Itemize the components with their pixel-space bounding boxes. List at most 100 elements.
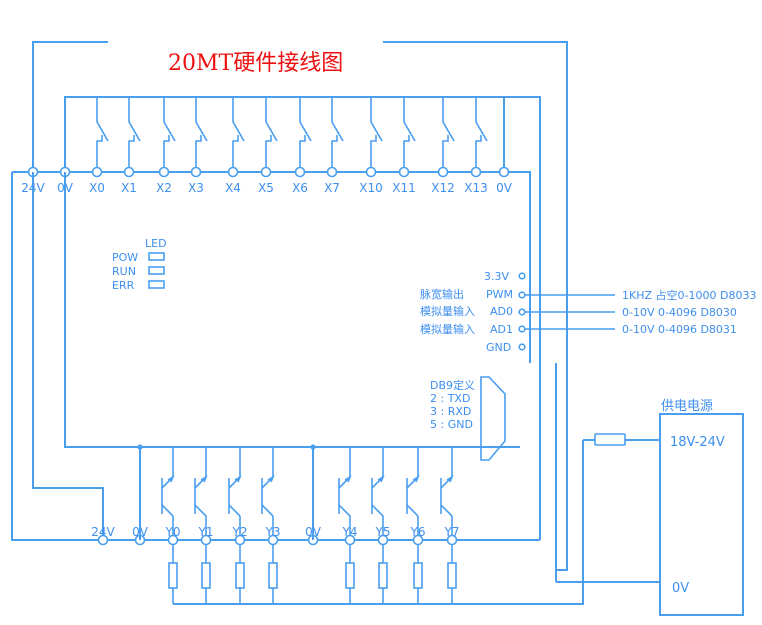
- ad1-spec: 0-10V 0-4096 D8031: [622, 323, 737, 336]
- input-terminal-circle: [294, 166, 306, 178]
- input-terminal-label: X11: [392, 181, 416, 195]
- input-switch: [163, 97, 176, 168]
- diagram-title: 20MT硬件接线图: [168, 51, 343, 76]
- ad1-desc: 模拟量输入: [420, 322, 475, 336]
- input-terminal-circle: [227, 166, 239, 178]
- psu-positive-label: 18V-24V: [670, 435, 725, 450]
- output-transistor: [228, 447, 242, 536]
- db9-title: DB9定义: [430, 378, 475, 392]
- output-transistor: [371, 447, 385, 536]
- output-load-resistor: [168, 545, 178, 604]
- input-terminal-circle: [260, 166, 272, 178]
- input-terminal-circle: [470, 166, 482, 178]
- input-switch: [265, 97, 278, 168]
- outer-24v-loop: [32, 41, 568, 571]
- led-err-indicator: [148, 280, 165, 289]
- input-terminal-circle: [365, 166, 377, 178]
- output-transistor: [440, 447, 454, 536]
- input-terminal-label: X7: [324, 181, 340, 195]
- power-supply: 供电电源 18V-24V 0V: [659, 399, 744, 616]
- led-block: LED POW RUN ERR: [112, 237, 167, 292]
- output-load-resistor: [378, 545, 388, 604]
- pwm-desc: 脉宽输出: [420, 287, 464, 301]
- output-load-resistor: [235, 545, 245, 604]
- output-transistor: [161, 447, 175, 536]
- led-header: LED: [145, 237, 167, 250]
- pin-label-gnd: GND: [486, 341, 511, 354]
- psu-negative-label: 0V: [672, 581, 689, 596]
- output-transistor: [338, 447, 352, 536]
- psu-title: 供电电源: [661, 399, 713, 414]
- input-switch: [195, 97, 208, 168]
- input-terminal-circle: [498, 166, 510, 178]
- input-terminal-label: X13: [464, 181, 488, 195]
- output-transistor: [261, 447, 275, 536]
- led-label-run: RUN: [112, 265, 136, 278]
- pin-label-3v3: 3.3V: [484, 270, 509, 283]
- input-terminal-circle: [91, 166, 103, 178]
- output-load-resistor: [268, 545, 278, 604]
- input-switch: [128, 97, 141, 168]
- input-terminal-circle: [437, 166, 449, 178]
- input-common-bus: [64, 96, 541, 540]
- input-switch: [403, 97, 416, 168]
- pin-label-ad1: AD1: [490, 323, 513, 336]
- input-terminal-label: X4: [225, 181, 241, 195]
- analog-pins: 3.3V 脉宽输出 PWM 1KHZ 占空0-1000 D8033 模拟量输入 …: [420, 270, 756, 354]
- output-transistor: [406, 447, 420, 536]
- led-pow-indicator: [148, 252, 165, 261]
- pin-ad0-terminal: [518, 308, 526, 316]
- ad0-desc: 模拟量输入: [420, 304, 475, 318]
- led-run-indicator: [148, 266, 165, 275]
- input-terminal-circle: [158, 166, 170, 178]
- input-switch: [442, 97, 455, 168]
- output-load-resistor: [345, 545, 355, 604]
- input-switch: [299, 97, 312, 168]
- input-terminal-circle: [326, 166, 338, 178]
- output-transistor: [194, 447, 208, 536]
- input-switch: [331, 97, 344, 168]
- psu-box: [659, 413, 744, 616]
- pwm-spec: 1KHZ 占空0-1000 D8033: [622, 288, 756, 302]
- db9-connector: DB9定义 2 : TXD 3 : RXD 5 : GND: [430, 376, 506, 461]
- input-terminal-circle: [190, 166, 202, 178]
- fuse-icon: [594, 433, 626, 446]
- plc-body: [11, 171, 541, 541]
- pin-label-ad0: AD0: [490, 305, 513, 318]
- input-switch: [475, 97, 488, 168]
- output-load-resistor: [413, 545, 423, 604]
- led-label-pow: POW: [112, 251, 138, 264]
- pin-ad1-terminal: [518, 325, 526, 333]
- output-load-resistor: [447, 545, 457, 604]
- output-load-resistor: [201, 545, 211, 604]
- pin-label-pwm: PWM: [486, 288, 513, 301]
- load-bottom-bus: [173, 440, 584, 605]
- input-terminal-label: 0V: [496, 181, 513, 195]
- input-switch: [232, 97, 245, 168]
- db9-line-txd: 2 : TXD: [430, 392, 470, 405]
- input-switch: [96, 97, 109, 168]
- input-terminal-label: X1: [121, 181, 137, 195]
- input-terminal-circle: [123, 166, 135, 178]
- db9-port-shape: [480, 376, 506, 461]
- pin-gnd-terminal: [518, 343, 526, 351]
- output-terminal-circle: [97, 534, 109, 546]
- output-terminal-label: 24V: [91, 525, 115, 539]
- ad0-spec: 0-10V 0-4096 D8030: [622, 306, 737, 319]
- input-terminal-label: X5: [258, 181, 274, 195]
- led-label-err: ERR: [112, 279, 135, 292]
- input-switch: [370, 97, 383, 168]
- input-terminal-label: X6: [292, 181, 308, 195]
- pin-pwm-terminal: [518, 291, 526, 299]
- input-terminal-label: X12: [431, 181, 455, 195]
- db9-line-gnd: 5 : GND: [430, 418, 473, 431]
- input-terminal-label: X2: [156, 181, 172, 195]
- internal-24v-0v-wires: [32, 172, 520, 540]
- pin-3v3-terminal: [518, 272, 526, 280]
- input-switches: [96, 97, 488, 168]
- input-terminal-label: X3: [188, 181, 204, 195]
- input-terminal-circle: [398, 166, 410, 178]
